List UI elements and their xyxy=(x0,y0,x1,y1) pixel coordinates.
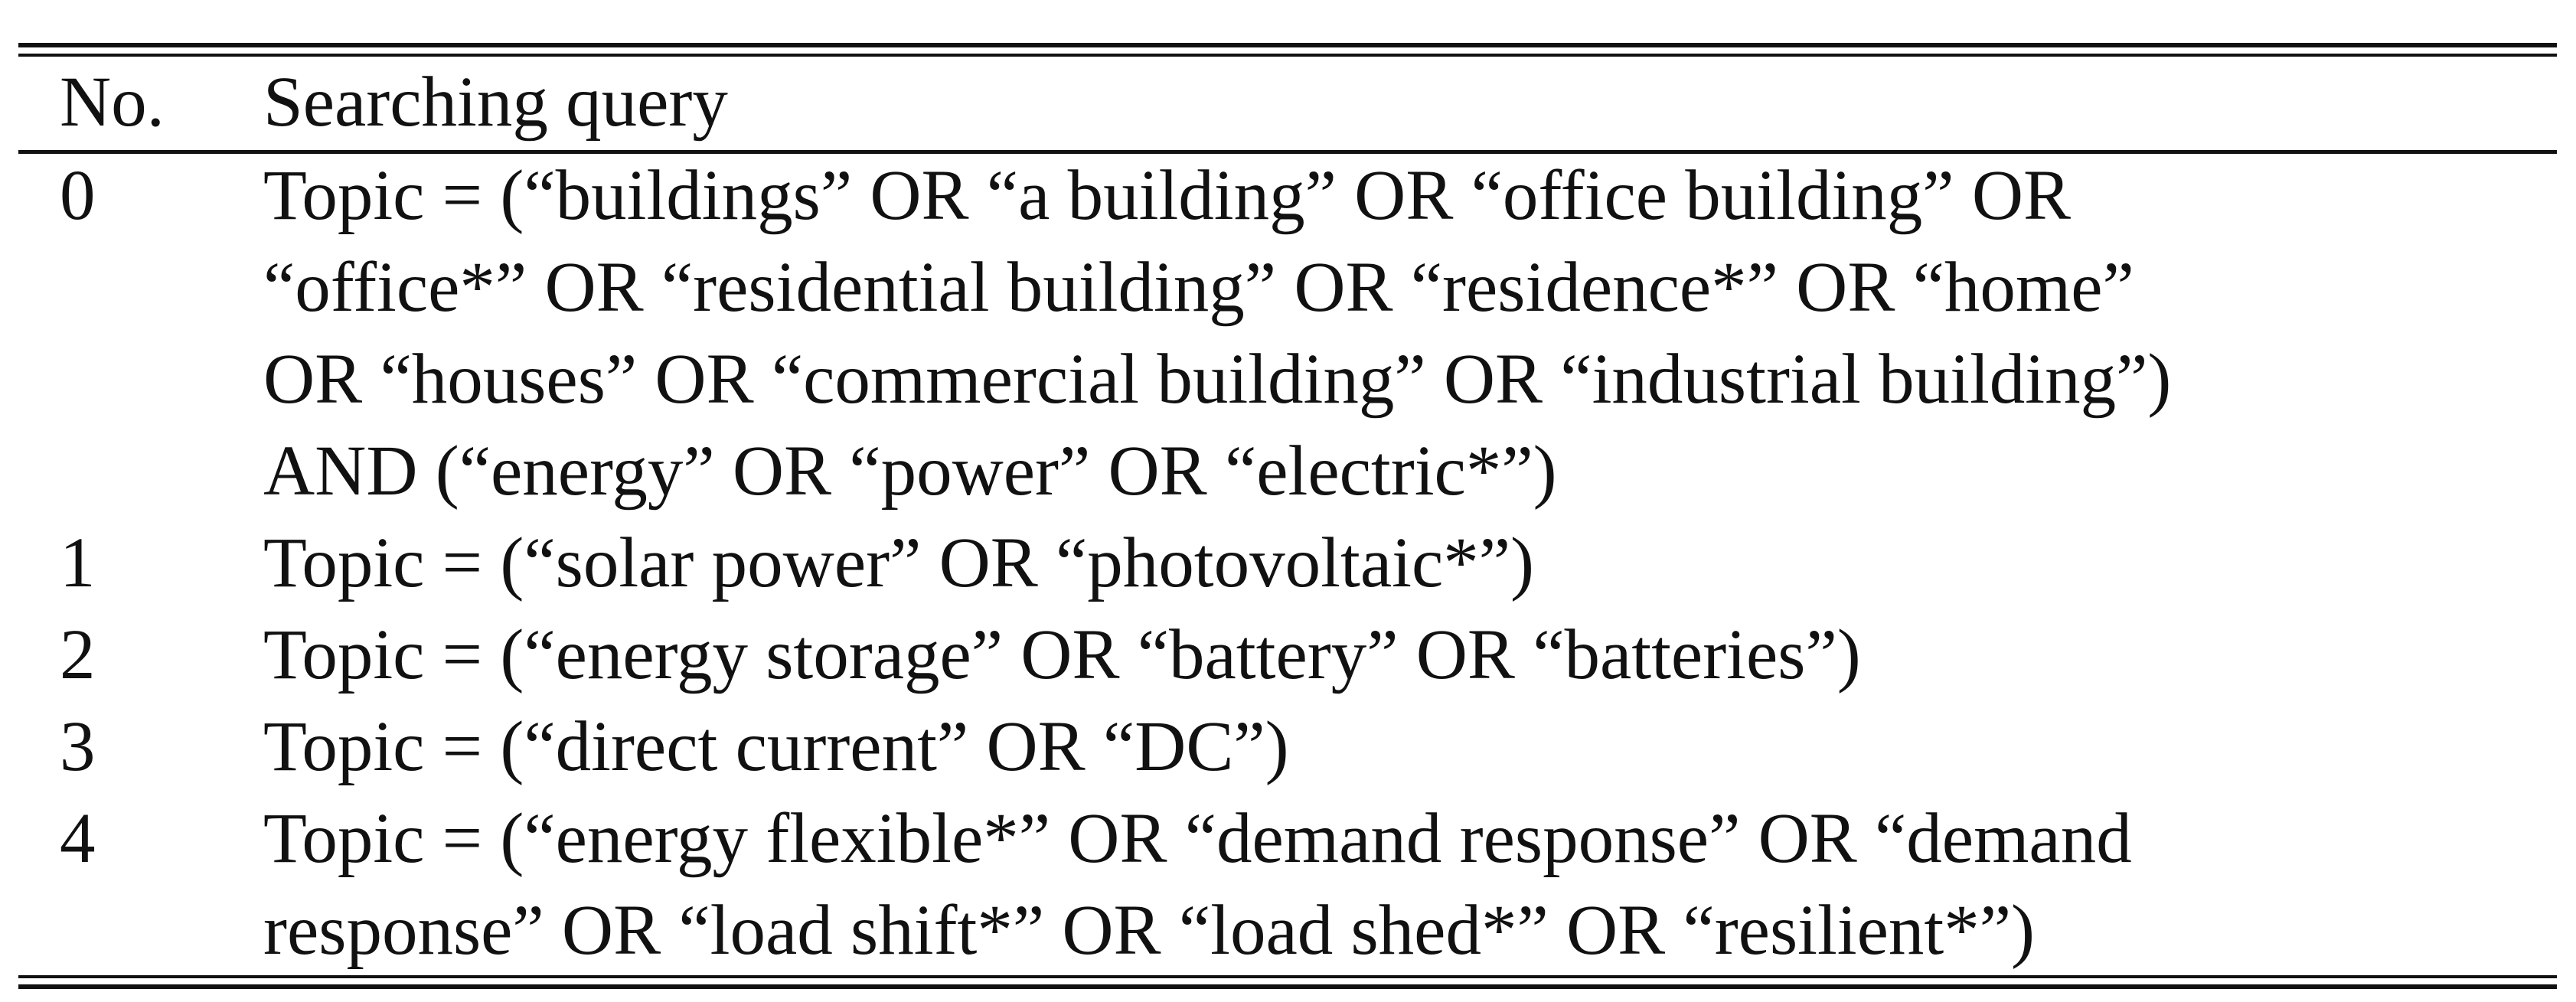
query-line: Topic = (“solar power” OR “photovoltaic*… xyxy=(263,524,1534,602)
row-number: 2 xyxy=(60,615,96,694)
header-rule xyxy=(18,150,2557,154)
bottom-rule-inner xyxy=(18,975,2557,978)
row-query: Topic = (“solar power” OR “photovoltaic*… xyxy=(263,517,1534,609)
query-line: Topic = (“energy storage” OR “battery” O… xyxy=(263,615,1861,694)
bottom-rule xyxy=(18,984,2557,989)
row-number: 1 xyxy=(60,524,96,602)
query-line: AND (“energy” OR “power” OR “electric*”) xyxy=(263,432,1557,511)
row-query: Topic = (“energy flexible*” OR “demand r… xyxy=(263,793,2132,977)
query-line: Topic = (“direct current” OR “DC”) xyxy=(263,707,1289,786)
query-line: Topic = (“energy flexible*” OR “demand r… xyxy=(263,799,2132,878)
row-query: Topic = (“buildings” OR “a building” OR … xyxy=(263,150,2171,517)
query-line: Topic = (“buildings” OR “a building” OR … xyxy=(263,156,2072,235)
query-line: OR “houses” OR “commercial building” OR … xyxy=(263,340,2172,419)
row-number: 4 xyxy=(60,799,96,878)
header-no: No. xyxy=(60,63,165,142)
query-line: response” OR “load shift*” OR “load shed… xyxy=(263,891,2036,970)
row-query: Topic = (“direct current” OR “DC”) xyxy=(263,701,1289,793)
top-rule xyxy=(18,43,2557,47)
row-number: 3 xyxy=(60,707,96,786)
top-rule-inner xyxy=(18,54,2557,57)
row-query: Topic = (“energy storage” OR “battery” O… xyxy=(263,609,1861,701)
row-number: 0 xyxy=(60,156,96,235)
header-query: Searching query xyxy=(263,63,728,142)
query-line: “office*” OR “residential building” OR “… xyxy=(263,248,2134,327)
